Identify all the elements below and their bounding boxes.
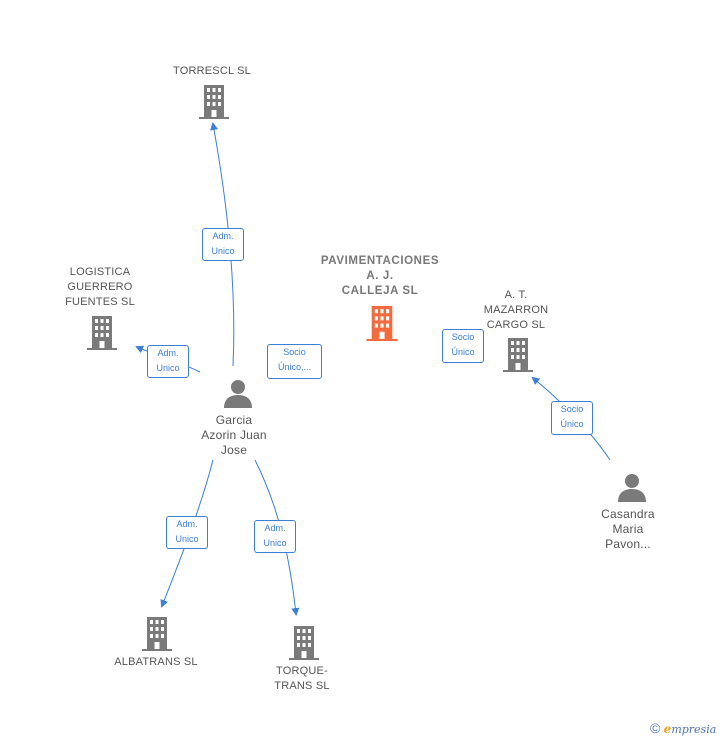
empresia-logo-initial: e bbox=[663, 722, 672, 736]
node-label-albatrans[interactable]: ALBATRANS SL bbox=[114, 656, 198, 668]
edge-label-torque: Adm. Unico bbox=[254, 520, 296, 553]
node-label-casandra[interactable]: Casandra Maria Pavon... bbox=[601, 507, 655, 551]
node-label-main-company[interactable]: PAVIMENTACIONES A. J. CALLEJA SL bbox=[320, 255, 440, 297]
person-icon bbox=[224, 380, 252, 408]
building-icon bbox=[87, 316, 117, 350]
node-label-torque-trans[interactable]: TORQUE- TRANS SL bbox=[274, 665, 330, 692]
building-icon bbox=[142, 617, 172, 651]
edge-label-torrescl: Adm. Unico bbox=[202, 228, 244, 261]
main-building-icon bbox=[366, 306, 398, 341]
edge-label-logistica: Adm. Unico bbox=[147, 345, 189, 378]
edge-label-main: Socio Único,... bbox=[267, 344, 322, 379]
edge-label-mazarron-socio: Socio Único bbox=[442, 329, 484, 363]
empresia-logo-text: mpresia bbox=[671, 723, 717, 736]
person-icon bbox=[618, 474, 646, 502]
building-icon bbox=[199, 85, 229, 119]
building-icon bbox=[289, 626, 319, 660]
edge-label-albatrans: Adm. Unico bbox=[166, 516, 208, 549]
empresia-credit[interactable]: © empresia bbox=[650, 720, 716, 736]
node-label-torrescl[interactable]: TORRESCL SL bbox=[172, 65, 251, 77]
edge-label-casandra: Socio Único bbox=[551, 401, 593, 435]
node-label-logistica[interactable]: LOGISTICA GUERRERO FUENTES SL bbox=[65, 266, 135, 308]
building-icon bbox=[503, 338, 533, 372]
node-label-garcia[interactable]: Garcia Azorin Juan Jose bbox=[201, 413, 267, 457]
node-label-mazarron[interactable]: A. T. MAZARRON CARGO SL bbox=[483, 289, 549, 331]
copyright-icon: © bbox=[650, 720, 661, 736]
